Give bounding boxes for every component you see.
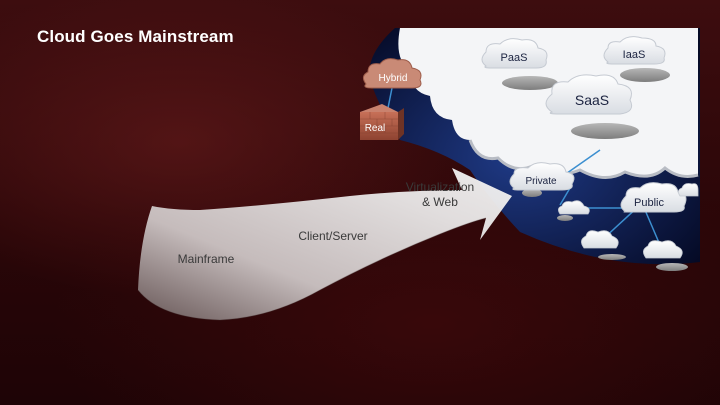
small-cloud [643,240,683,259]
private-label: Private [525,176,557,187]
hybrid-label: Hybrid [379,73,408,84]
saas-cloud: SaaS [545,74,633,115]
hybrid-cloud: Hybrid [362,58,422,89]
hybrid-to-real-line [387,87,393,109]
shadow-clouds [502,68,688,271]
small-cloud [581,230,619,249]
slide-title: Cloud Goes Mainstream [37,27,234,46]
stage-virtualization-label: Virtualization [406,180,474,194]
real-brick-box: Real [360,104,404,140]
iaas-label: IaaS [623,49,646,61]
small-cloud [558,200,590,215]
public-subclouds [558,183,699,259]
paas-cloud: PaaS [481,38,548,69]
iaas-cloud: IaaS [603,36,666,65]
real-label: Real [365,123,386,134]
small-cloud [678,183,699,197]
evolution-arrow: Mainframe Client/Server Virtualization &… [137,168,512,321]
stage-mainframe-label: Mainframe [178,252,235,266]
public-cloud: Public [620,182,687,213]
paas-label: PaaS [501,52,528,64]
stage-web-label: & Web [422,195,458,209]
stage-client-server-label: Client/Server [298,229,367,243]
private-cloud: Private [509,162,575,191]
public-label: Public [634,197,664,209]
saas-label: SaaS [575,92,609,108]
